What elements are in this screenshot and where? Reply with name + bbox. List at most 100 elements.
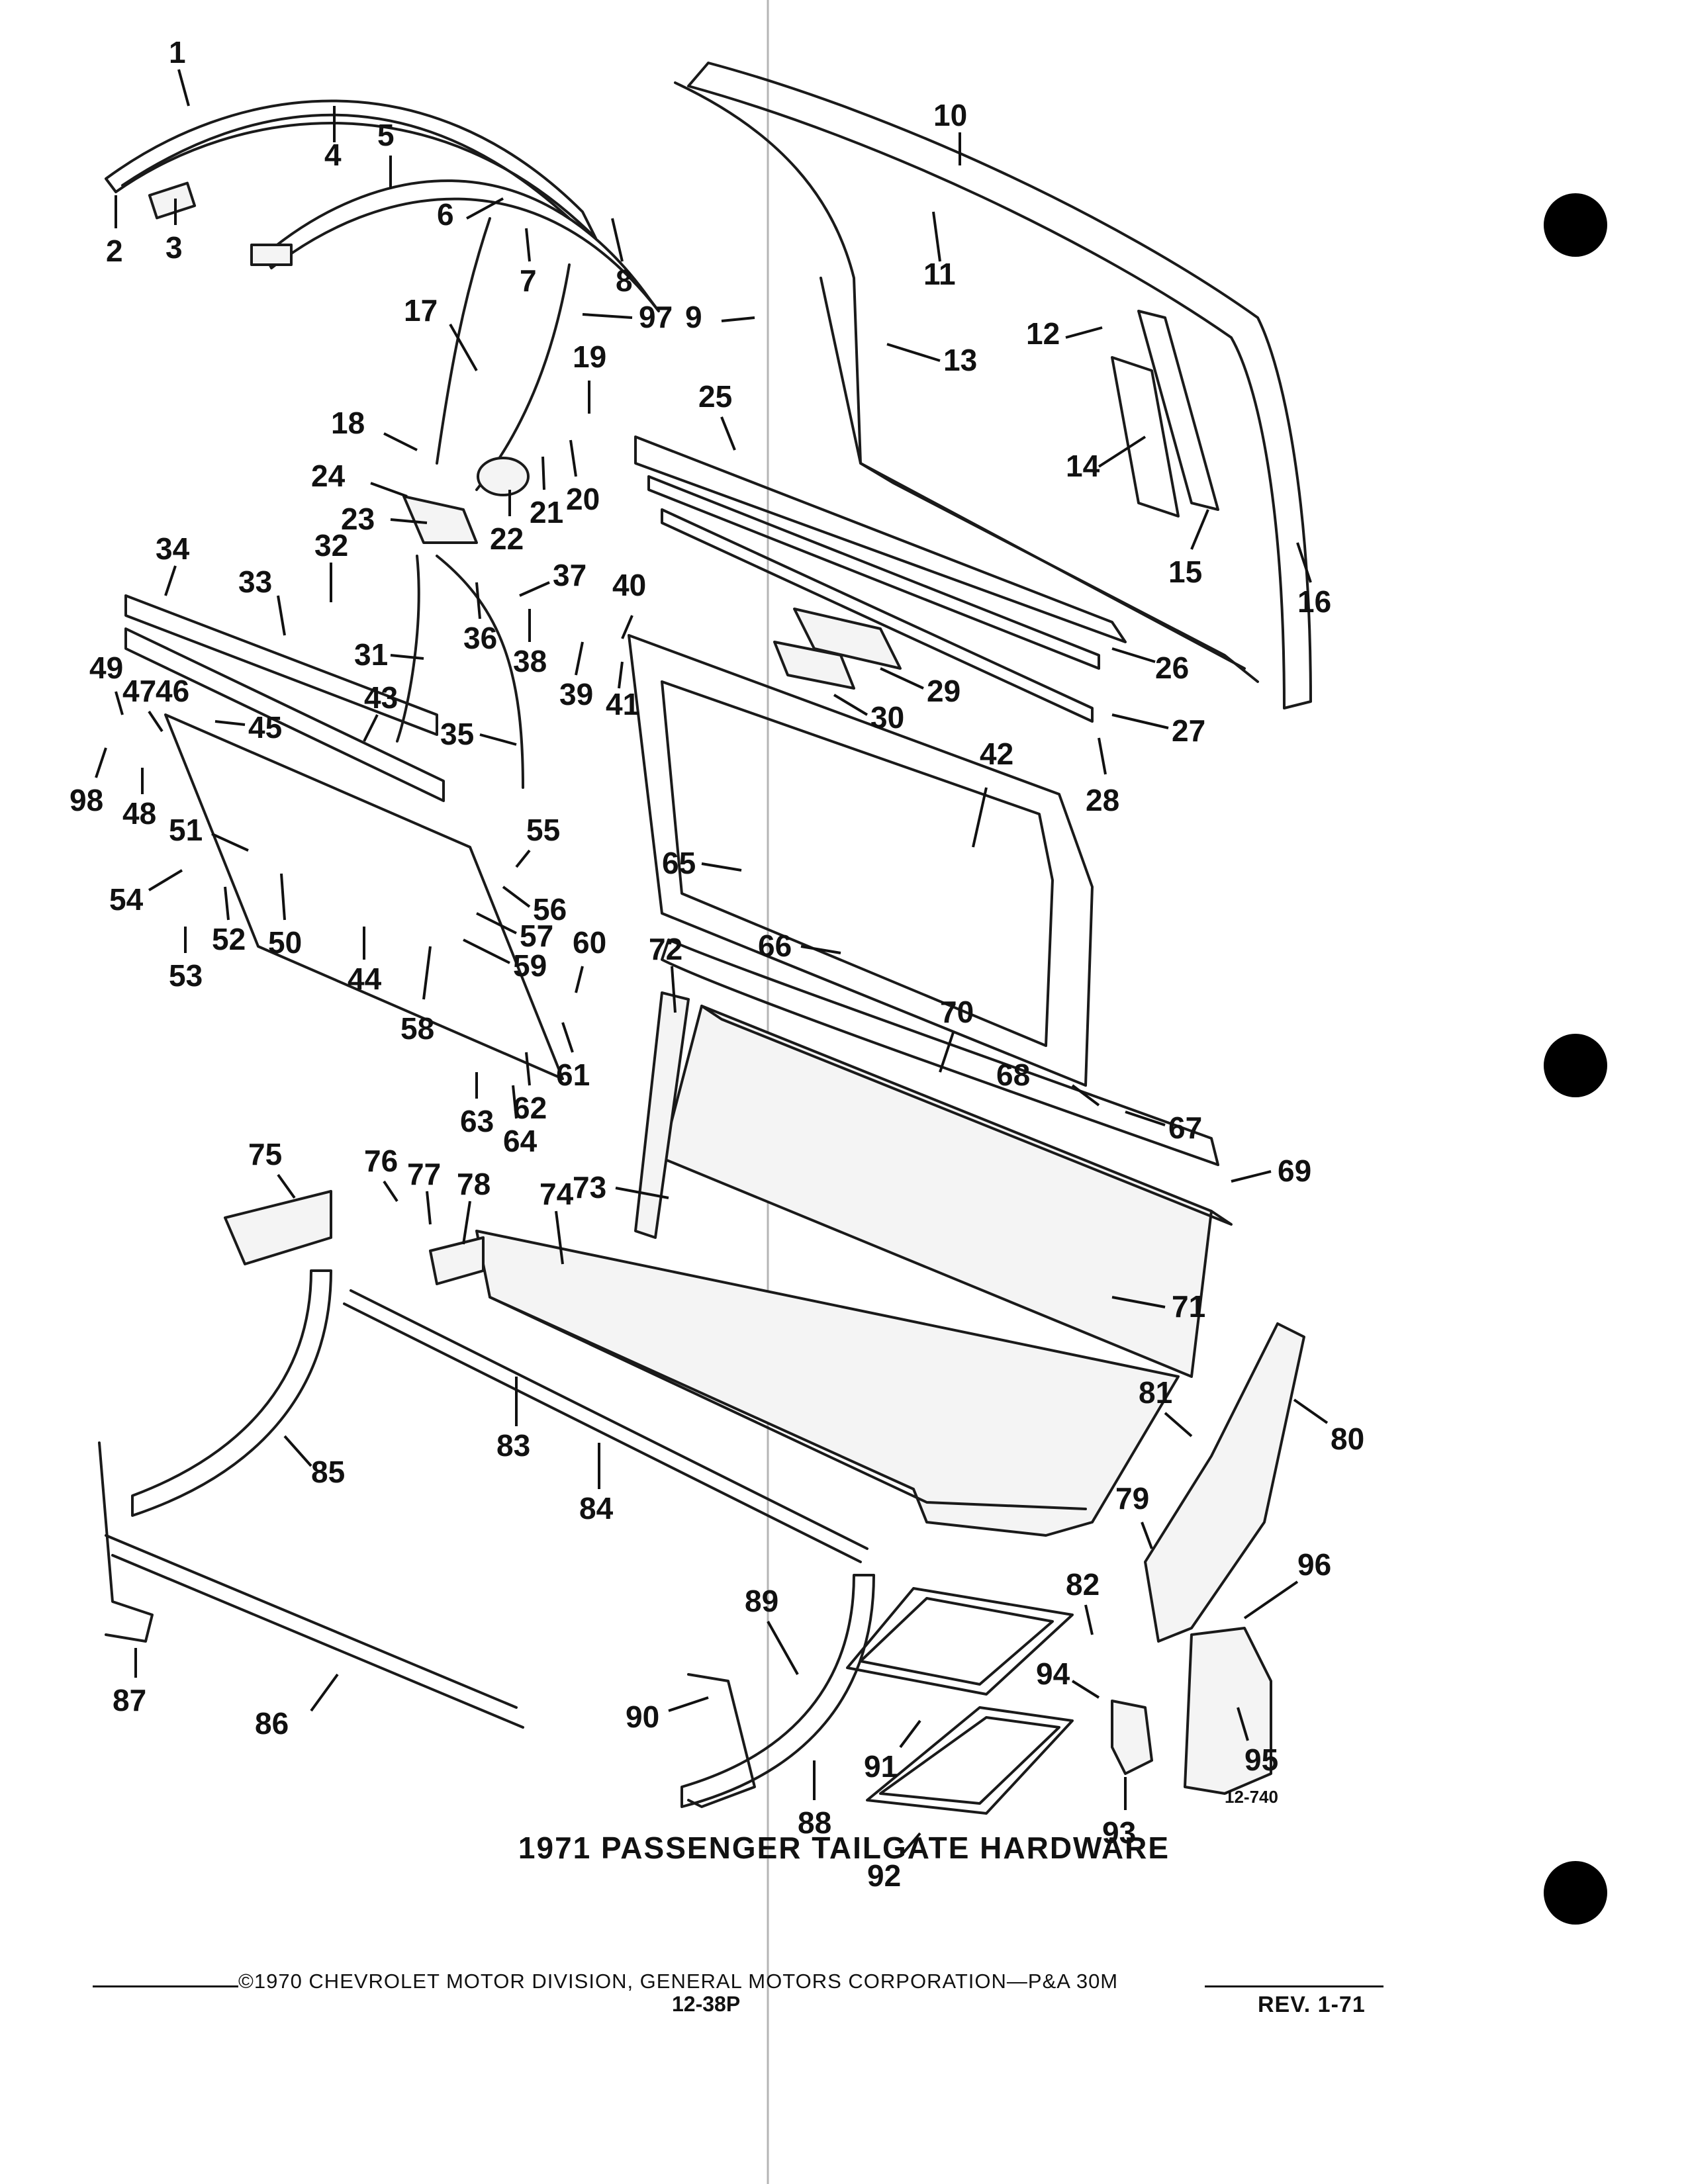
leader-60 [575, 966, 584, 993]
part-latch-93 [1111, 1700, 1153, 1775]
callout-22: 22 [490, 522, 524, 556]
figure-code: 12-740 [1225, 1787, 1278, 1807]
part-access-cover-92-inner [879, 1716, 1060, 1805]
callout-90: 90 [626, 1700, 659, 1734]
leader-6 [466, 197, 504, 220]
callout-97: 97 [639, 300, 673, 334]
leader-14 [1098, 435, 1147, 468]
leader-lines [95, 69, 1329, 1858]
leader-91 [899, 1719, 921, 1749]
leader-61 [561, 1022, 574, 1053]
leader-89 [767, 1621, 799, 1675]
part-division-strip [1111, 356, 1180, 518]
callout-75: 75 [248, 1137, 282, 1171]
callout-16: 16 [1297, 584, 1331, 619]
part-regulator-track-lower [124, 627, 445, 802]
part-glass-run-outer [687, 62, 1312, 709]
callout-37: 37 [553, 558, 586, 592]
callout-19: 19 [573, 340, 606, 374]
part-hinge-bracket-90 [687, 1673, 756, 1808]
callout-70: 70 [940, 995, 974, 1029]
callout-2: 2 [106, 234, 123, 268]
binder-hole-bottom [1544, 1861, 1607, 1925]
leader-9 [721, 316, 755, 322]
part-tailgate-glass [164, 713, 564, 1080]
callout-66: 66 [758, 929, 792, 963]
callout-20: 20 [566, 482, 600, 516]
leader-58 [422, 946, 432, 1000]
leader-65 [701, 862, 742, 872]
leader-92 [899, 1832, 921, 1858]
callout-69: 69 [1278, 1154, 1311, 1188]
part-tailgate-box [661, 1005, 1213, 1378]
part-retainer-end [250, 244, 293, 266]
callout-4: 4 [324, 138, 342, 172]
callout-14: 14 [1066, 449, 1100, 483]
part-weatherstrip-upper [105, 99, 597, 240]
leader-40 [621, 615, 633, 639]
callout-42: 42 [980, 737, 1013, 771]
callout-67: 67 [1168, 1111, 1202, 1145]
callout-93: 93 [1102, 1815, 1136, 1850]
callout-60: 60 [573, 925, 606, 960]
leader-11 [932, 211, 941, 262]
callout-94: 94 [1036, 1657, 1070, 1691]
leader-7 [525, 228, 531, 262]
callout-38: 38 [513, 644, 547, 678]
page-number: 12-38P [672, 1992, 741, 2016]
callout-41: 41 [606, 687, 639, 721]
part-tailgate-box-top [700, 1005, 1233, 1226]
part-access-cover-91 [846, 1587, 1074, 1696]
part-access-cover-92 [866, 1706, 1074, 1815]
callout-9: 9 [685, 300, 702, 334]
callout-49: 49 [89, 651, 123, 685]
leader-29 [880, 667, 924, 690]
callout-23: 23 [341, 502, 375, 536]
leader-34 [164, 565, 177, 596]
callout-54: 54 [109, 882, 144, 917]
leader-30 [833, 694, 868, 716]
callout-31: 31 [354, 637, 388, 672]
callout-86: 86 [255, 1706, 289, 1741]
callout-77: 77 [407, 1157, 441, 1191]
callout-48: 48 [122, 796, 156, 831]
leader-35 [479, 733, 517, 746]
callout-10: 10 [933, 98, 967, 132]
leader-13 [886, 343, 941, 362]
callout-63: 63 [460, 1104, 494, 1138]
callout-98: 98 [70, 783, 103, 817]
part-support-bracket-79 [1144, 1322, 1305, 1643]
leader-76 [383, 1180, 399, 1203]
part-gear-sector-95 [1184, 1627, 1272, 1795]
callout-51: 51 [169, 813, 203, 847]
callout-36: 36 [463, 621, 497, 655]
revision-label: REV. 1-71 [1258, 1992, 1366, 2017]
callout-17: 17 [404, 293, 438, 328]
part-cable-31 [396, 555, 420, 743]
leader-97 [582, 313, 633, 319]
part-torque-rod-84 [343, 1302, 862, 1563]
leader-27 [1111, 713, 1169, 729]
part-weatherstrip-lower [263, 179, 660, 312]
callout-34: 34 [156, 531, 190, 566]
leader-20 [569, 439, 577, 477]
leader-79 [1141, 1522, 1153, 1549]
footer-rule-left [93, 1985, 238, 1987]
part-glass-run-inner [674, 81, 1259, 683]
part-tailgate-shell-floor [489, 1296, 1087, 1510]
leader-12 [1065, 326, 1103, 339]
part-torque-rod-83 [350, 1289, 868, 1550]
callout-50: 50 [268, 925, 302, 960]
leader-85 [283, 1435, 312, 1467]
leader-72 [671, 966, 677, 1013]
part-seal-pad [148, 181, 197, 220]
footer-copyright: ©1970 CHEVROLET MOTOR DIVISION, GENERAL … [238, 1970, 1119, 1993]
leader-8 [611, 218, 624, 262]
part-lock-cylinder [477, 457, 530, 496]
callout-64: 64 [503, 1124, 538, 1158]
leader-95 [1237, 1707, 1249, 1741]
leader-71 [1111, 1296, 1166, 1308]
callout-78: 78 [457, 1167, 491, 1201]
part-shield-75 [224, 1190, 332, 1265]
